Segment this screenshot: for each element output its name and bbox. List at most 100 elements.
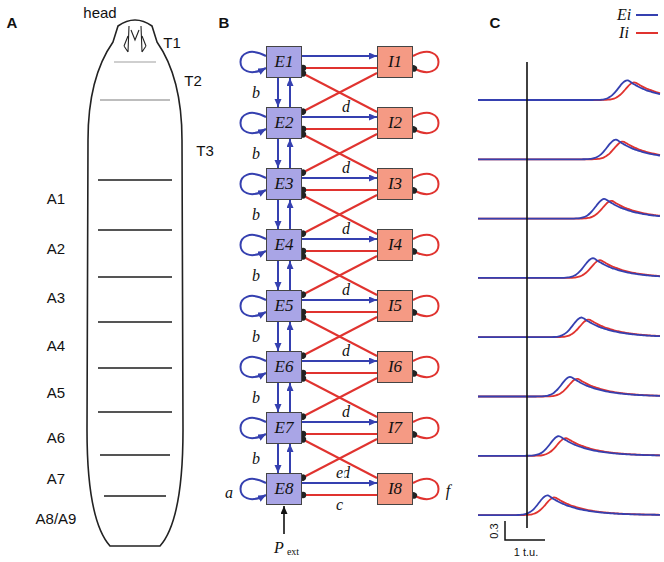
excitatory-connection xyxy=(277,78,279,107)
excitatory-unit: E7 xyxy=(266,412,302,444)
segment-border xyxy=(98,229,172,231)
self-inhibition-loop xyxy=(413,52,439,72)
self-excitation-loop xyxy=(241,418,267,438)
mouth-hooks xyxy=(124,26,146,52)
parameter-label: b xyxy=(252,146,260,162)
segment-border xyxy=(98,411,172,413)
segment-border xyxy=(114,61,156,63)
segment-name: A8/A9 xyxy=(36,511,77,526)
inhibitory-connection xyxy=(302,189,377,191)
excitatory-connection xyxy=(302,299,377,301)
excitatory-connection xyxy=(289,322,291,351)
inhibitory-connection xyxy=(302,73,377,112)
excitatory-connection xyxy=(277,322,279,351)
segment-name: A7 xyxy=(47,471,65,486)
legend-line xyxy=(636,14,658,16)
excitatory-connection xyxy=(302,421,377,423)
parameter-label: b xyxy=(252,451,260,467)
excitatory-unit: E5 xyxy=(266,290,302,322)
excitatory-unit: E6 xyxy=(266,351,302,383)
parameter-label: 0.3 xyxy=(489,523,500,538)
excitatory-unit: E3 xyxy=(266,168,302,200)
panel-letter: B xyxy=(219,15,230,30)
inhibitory-unit: I8 xyxy=(377,473,413,505)
inhibitory-connection xyxy=(302,256,377,295)
inhibitory-connection xyxy=(302,372,377,374)
segment-name: A2 xyxy=(47,241,65,256)
inhibitory-connection xyxy=(302,250,377,252)
excitatory-connection xyxy=(277,383,279,412)
unit-label: E2 xyxy=(275,113,294,133)
parameter-label: d xyxy=(342,160,350,176)
unit-label: E8 xyxy=(275,479,294,499)
self-excitation-loop xyxy=(241,174,267,194)
legend-text: Ei xyxy=(617,7,631,23)
inhibitory-trace xyxy=(478,142,660,160)
parameter-label: c xyxy=(335,497,344,513)
self-excitation-loop xyxy=(241,479,267,499)
excitatory-trace xyxy=(478,258,660,278)
excitatory-connection xyxy=(302,482,377,484)
parameter-label: ext xyxy=(287,547,299,557)
self-excitation-loop xyxy=(241,113,267,133)
larva-outline xyxy=(87,20,183,546)
parameter-label: d xyxy=(342,282,350,298)
self-excitation-loop xyxy=(241,235,267,255)
inhibitory-unit: I1 xyxy=(377,46,413,78)
segment-name: head xyxy=(83,5,116,20)
inhibitory-connection xyxy=(302,73,377,112)
unit-label: I8 xyxy=(388,479,402,499)
inhibitory-connection xyxy=(302,494,377,496)
self-inhibition-loop xyxy=(413,479,439,499)
segment-border xyxy=(98,276,172,278)
excitatory-trace xyxy=(478,199,660,219)
excitatory-connection xyxy=(277,261,279,290)
segment-border xyxy=(98,179,172,181)
unit-label: I4 xyxy=(388,235,402,255)
excitatory-connection xyxy=(277,139,279,168)
unit-label: E1 xyxy=(275,52,294,72)
unit-label: E6 xyxy=(275,357,294,377)
parameter-label: b xyxy=(252,207,260,223)
legend-text: Ii xyxy=(619,25,629,41)
excitatory-unit: E2 xyxy=(266,107,302,139)
excitatory-connection xyxy=(302,116,377,118)
parameter-label: d xyxy=(342,404,350,420)
inhibitory-connection xyxy=(302,67,377,69)
inhibitory-connection xyxy=(302,134,377,173)
self-inhibition-loop xyxy=(413,357,439,377)
parameter-label: f xyxy=(446,483,450,499)
inhibitory-connection xyxy=(302,195,377,234)
self-inhibition-loop xyxy=(413,174,439,194)
inhibitory-connection xyxy=(302,433,377,435)
segment-name: T2 xyxy=(184,73,202,88)
excitatory-trace xyxy=(478,436,660,456)
excitatory-connection xyxy=(289,139,291,168)
excitatory-unit: E4 xyxy=(266,229,302,261)
segment-name: A3 xyxy=(47,290,65,305)
legend-line xyxy=(636,32,658,34)
segment-name: T1 xyxy=(163,35,181,50)
segment-name: A5 xyxy=(47,385,65,400)
parameter-label: e xyxy=(335,465,344,481)
inhibitory-trace xyxy=(478,201,660,219)
parameter-label: d xyxy=(342,99,350,115)
excitatory-trace xyxy=(478,495,660,515)
unit-label: I5 xyxy=(388,296,402,316)
unit-label: E3 xyxy=(275,174,294,194)
excitatory-connection xyxy=(289,261,291,290)
unit-label: E4 xyxy=(275,235,294,255)
parameter-label: 1 t.u. xyxy=(514,547,538,558)
excitatory-connection xyxy=(302,238,377,240)
scale-bar xyxy=(505,521,545,540)
unit-label: E5 xyxy=(275,296,294,316)
inhibitory-connection xyxy=(302,378,377,417)
parameter-label: b xyxy=(252,390,260,406)
parameter-label: b xyxy=(252,268,260,284)
inhibitory-connection xyxy=(302,311,377,313)
unit-label: I6 xyxy=(388,357,402,377)
self-excitation-loop xyxy=(241,52,267,72)
